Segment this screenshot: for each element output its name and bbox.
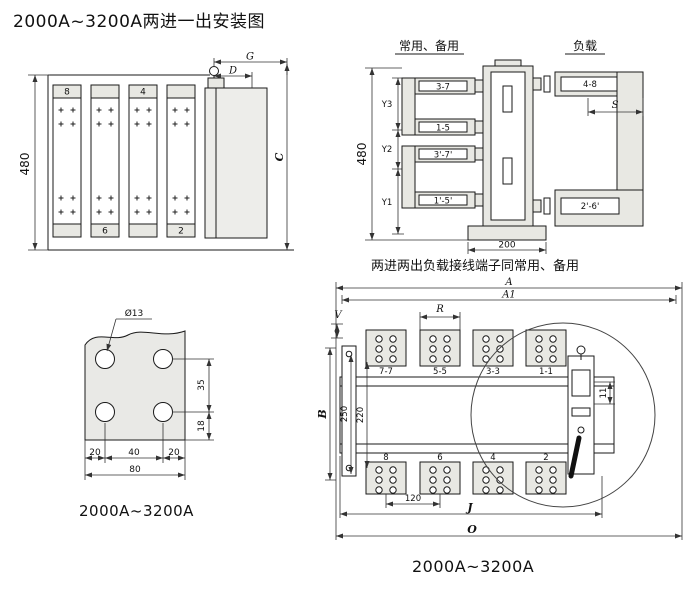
terminal-1p-5p-label: 1'-5' bbox=[434, 197, 453, 207]
detail-circle bbox=[470, 322, 656, 508]
terminal-1-5-label: 1-5 bbox=[436, 124, 450, 134]
pad-label-5-5: 5-5 bbox=[433, 367, 447, 377]
upper-source-busbar: 3-7 1-5 bbox=[401, 77, 484, 136]
dim-35-label: 35 bbox=[197, 379, 207, 390]
side-view-caption: 两进两出负载接线端子同常用、备用 bbox=[371, 259, 580, 274]
page-title: 2000A~3200A两进一出安装图 bbox=[13, 12, 266, 32]
terminal-number-6: 6 bbox=[102, 227, 108, 237]
dim-40-label: 40 bbox=[128, 448, 140, 458]
dim-120-label: 120 bbox=[405, 494, 421, 504]
dimension-D: D bbox=[214, 66, 253, 88]
terminal-number-2: 2 bbox=[178, 227, 184, 237]
dimension-11: 11 bbox=[594, 381, 615, 405]
dimension-R: R bbox=[419, 304, 461, 330]
hole-diameter-label: Ø13 bbox=[125, 308, 144, 319]
dim-O-label: O bbox=[467, 523, 477, 536]
dimension-480-front: 480 bbox=[18, 74, 50, 251]
terminal-number-8: 8 bbox=[64, 88, 70, 98]
dimension-A-A1: A A1 bbox=[335, 277, 683, 540]
bottom-terminal-pads: 8 6 4 2 bbox=[365, 453, 567, 495]
hole-detail-caption: 2000A~3200A bbox=[79, 502, 194, 520]
terminal-4-8-label: 4-8 bbox=[583, 80, 597, 90]
dim-480-side-label: 480 bbox=[355, 143, 369, 166]
dim-220-label: 220 bbox=[356, 407, 366, 423]
dim-20-right-label: 20 bbox=[168, 448, 180, 458]
pad-label-8: 8 bbox=[383, 453, 388, 463]
load-busbar: 4-8 2'-6' S bbox=[554, 71, 644, 227]
dim-A1-label: A1 bbox=[501, 290, 516, 301]
dim-J-label: J bbox=[465, 501, 473, 514]
vertical-dimensions: 35 18 bbox=[172, 358, 214, 441]
pad-label-3-3: 3-3 bbox=[486, 367, 500, 377]
terminal-plate bbox=[84, 330, 186, 441]
hole-detail-drawing: Ø13 35 18 20 40 20 80 bbox=[84, 308, 214, 480]
label-source-terminals: 常用、备用 bbox=[399, 39, 459, 53]
terminal-3p-7p-label: 3'-7' bbox=[434, 151, 453, 161]
dimension-120: 120 bbox=[385, 494, 441, 508]
horizontal-dimensions: 20 40 20 80 bbox=[84, 423, 186, 480]
top-view-caption: 2000A~3200A bbox=[412, 557, 535, 576]
breaker-body-side bbox=[204, 66, 268, 239]
dim-V-label: V bbox=[334, 310, 343, 321]
label-load-terminals: 负载 bbox=[573, 39, 597, 53]
dimension-C: C bbox=[273, 64, 290, 250]
dimension-480-side: 480 bbox=[355, 67, 468, 241]
dim-A-label: A bbox=[504, 277, 512, 288]
left-vertical-dimensions: B 250 220 bbox=[316, 347, 370, 481]
dim-11-label: 11 bbox=[599, 388, 609, 399]
dimension-V: V bbox=[331, 310, 343, 339]
dim-80-label: 80 bbox=[129, 465, 141, 475]
breaker-base: 200 bbox=[467, 225, 547, 254]
dim-G-label: G bbox=[246, 52, 254, 63]
dim-480-label: 480 bbox=[18, 153, 32, 176]
dim-Y1-label: Y1 bbox=[381, 198, 393, 208]
dim-18-label: 18 bbox=[197, 420, 207, 432]
dim-B-label: B bbox=[316, 409, 329, 419]
terminal-number-4: 4 bbox=[140, 88, 146, 98]
dimension-J: J bbox=[339, 456, 603, 518]
top-terminal-pads: 7-7 5-5 3-3 1-1 bbox=[365, 329, 567, 377]
hole-diameter-callout: Ø13 bbox=[106, 308, 152, 352]
pad-label-7-7: 7-7 bbox=[379, 367, 393, 377]
dim-S-label: S bbox=[612, 100, 619, 111]
top-view-drawing: A A1 V R bbox=[316, 277, 683, 540]
dim-200-label: 200 bbox=[498, 241, 515, 251]
dim-Y3-label: Y3 bbox=[381, 100, 393, 110]
dimension-O: O bbox=[336, 523, 682, 539]
front-view-drawing: 8 4 6 2 480 G D bbox=[18, 52, 294, 251]
lower-source-busbar: 3'-7' 1'-5' bbox=[401, 145, 484, 209]
dim-Y2-label: Y2 bbox=[381, 145, 393, 155]
busbar-assembly: 8 4 6 2 bbox=[47, 74, 294, 251]
terminal-2p-6p-label: 2'-6' bbox=[581, 202, 600, 212]
dimension-y-group: Y3 Y2 Y1 bbox=[381, 77, 404, 235]
dim-20-left-label: 20 bbox=[89, 448, 101, 458]
dim-R-label: R bbox=[435, 304, 444, 315]
dim-D-label: D bbox=[228, 66, 237, 77]
operating-mechanism bbox=[470, 322, 656, 508]
breaker-column bbox=[482, 59, 551, 227]
dimension-G: G bbox=[213, 52, 288, 75]
dim-250-label: 250 bbox=[340, 406, 350, 422]
side-view-drawing: 常用、备用 负载 480 Y3 Y2 Y1 3-7 1-5 bbox=[355, 39, 644, 254]
pad-label-6: 6 bbox=[437, 453, 442, 463]
dim-C-label: C bbox=[273, 152, 286, 161]
terminal-3-7-label: 3-7 bbox=[436, 83, 450, 93]
pad-label-4: 4 bbox=[490, 453, 495, 463]
pad-label-1-1: 1-1 bbox=[539, 367, 553, 377]
pad-label-2: 2 bbox=[543, 453, 548, 463]
handle-lever bbox=[568, 435, 582, 479]
